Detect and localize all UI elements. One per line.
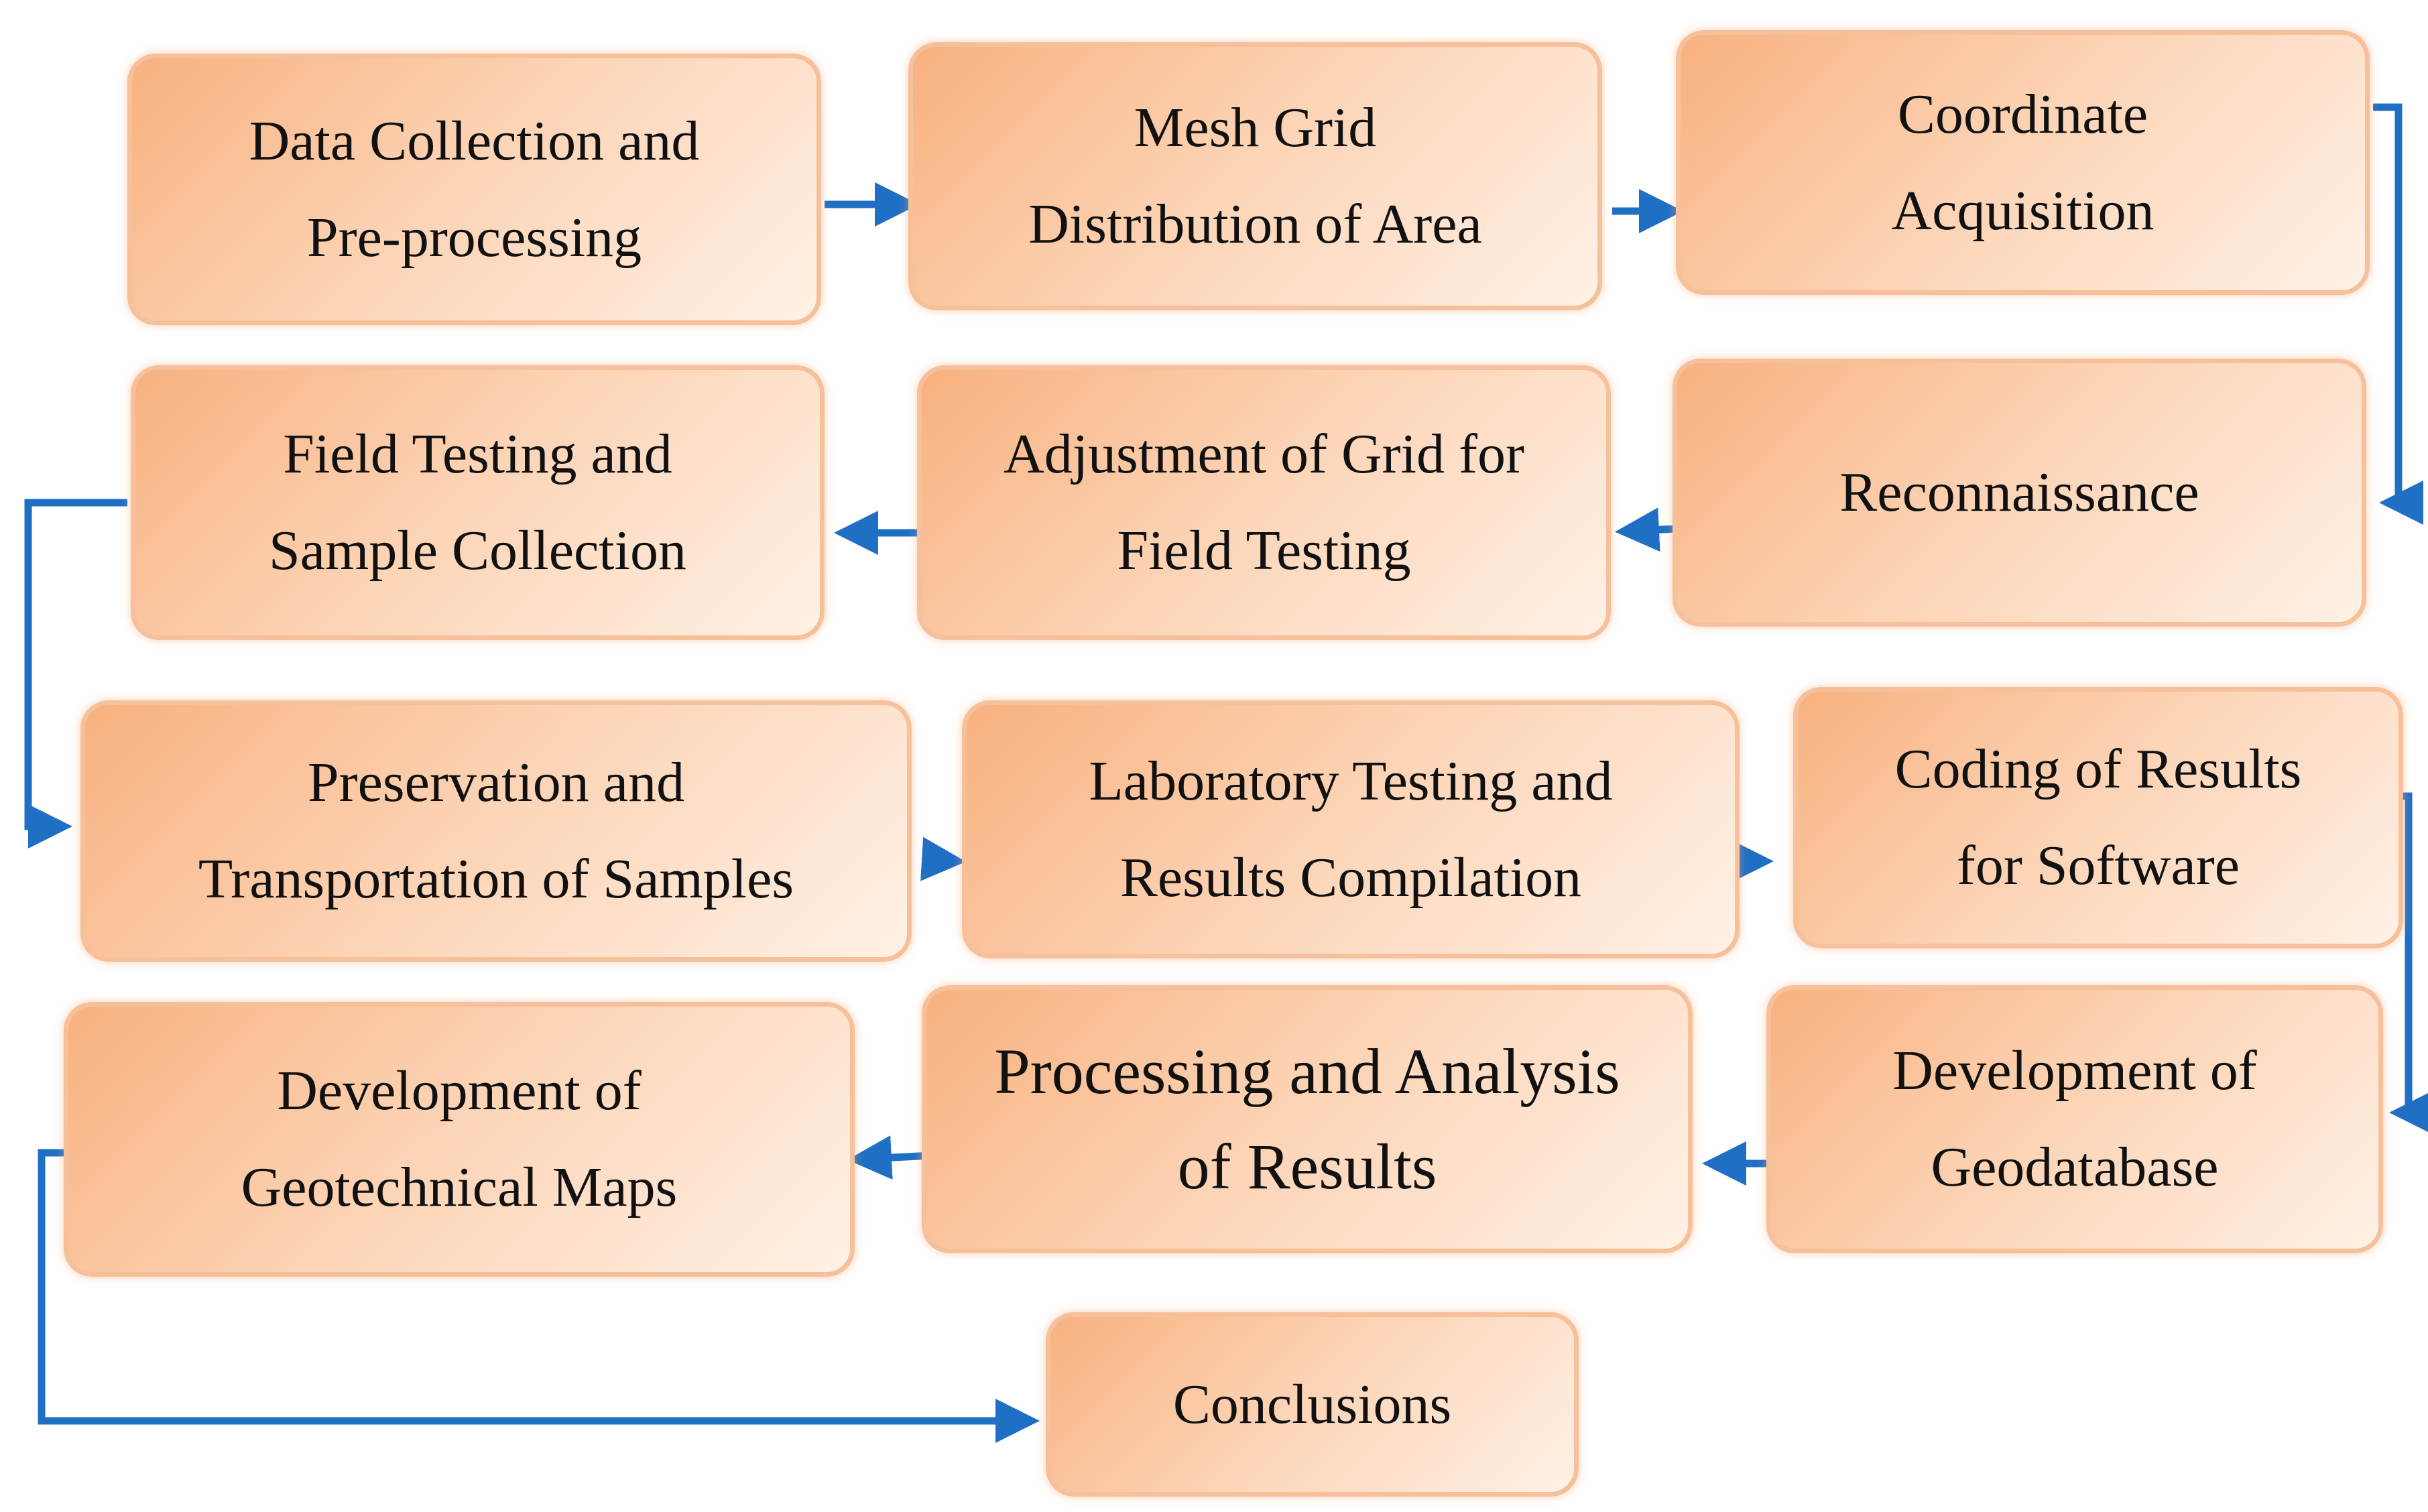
step-processing-analysis: Processing and Analysis of Results [922, 985, 1693, 1253]
step-geodatabase: Development of Geodatabase [1766, 985, 2383, 1253]
step-laboratory-testing: Laboratory Testing and Results Compilati… [962, 700, 1740, 958]
step-data-collection: Data Collection and Pre-processing [127, 54, 821, 325]
step-label: Field Testing and Sample Collection [269, 423, 686, 582]
step-field-testing: Field Testing and Sample Collection [131, 365, 825, 640]
step-label: Conclusions [1172, 1373, 1452, 1436]
step-label: Reconnaissance [1839, 461, 2199, 523]
step-label: Laboratory Testing and Results Compilati… [1089, 749, 1613, 909]
step-mesh-grid: Mesh Grid Distribution of Area [908, 42, 1602, 310]
step-geotechnical-maps: Development of Geotechnical Maps [64, 1002, 855, 1277]
step-coordinate-acquisition: Coordinate Acquisition [1676, 30, 2370, 295]
step-label: Processing and Analysis of Results [994, 1035, 1620, 1202]
arrow-maps-to-conclusions [38, 1149, 1040, 1443]
step-conclusions: Conclusions [1046, 1312, 1579, 1497]
step-label: Data Collection and Pre-processing [249, 109, 700, 269]
step-label: Coding of Results for Software [1894, 738, 2302, 897]
step-label: Mesh Grid Distribution of Area [1028, 97, 1482, 255]
step-coding-of-results: Coding of Results for Software [1793, 687, 2403, 948]
arrow-preservation-to-laboratory [920, 836, 966, 881]
step-label: Coordinate Acquisition [1891, 82, 2154, 242]
step-reconnaissance: Reconnaissance [1673, 359, 2366, 627]
step-preservation-transportation: Preservation and Transportation of Sampl… [80, 700, 912, 962]
step-label: Adjustment of Grid for Field Testing [1004, 423, 1524, 582]
step-label: Preservation and Transportation of Sampl… [198, 751, 794, 910]
step-adjustment-of-grid: Adjustment of Grid for Field Testing [917, 365, 1611, 640]
arrow-processing-to-maps [847, 1135, 932, 1180]
arrow-field-to-preservation [24, 499, 127, 848]
step-label: Development of Geotechnical Maps [241, 1060, 678, 1218]
step-label: Development of Geodatabase [1892, 1040, 2257, 1198]
arrow-coordinate-to-reconnaissance [2373, 103, 2423, 525]
